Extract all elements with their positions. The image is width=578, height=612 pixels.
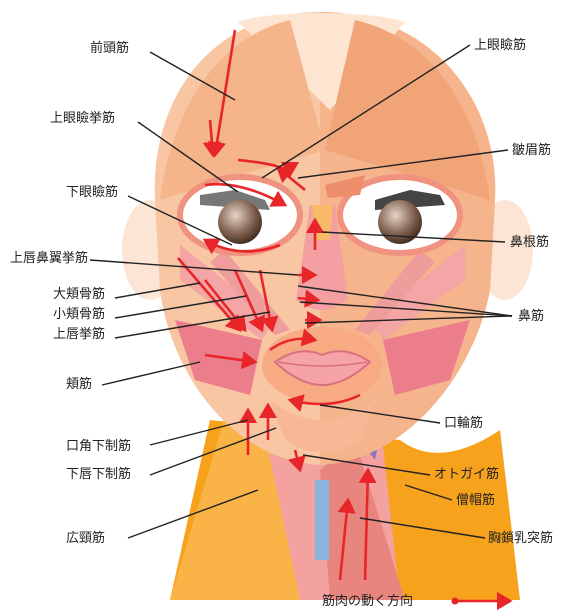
label-orbicularis-oris: 口輪筋	[444, 415, 483, 431]
label-frontalis: 前頭筋	[90, 40, 129, 56]
label-levator-labii: 上唇挙筋	[53, 326, 105, 342]
label-depressor-anguli: 口角下制筋	[66, 438, 131, 454]
label-lower-eyelid: 下眼瞼筋	[66, 184, 118, 200]
legend-text: 筋肉の動く方向	[322, 593, 413, 609]
trachea-blue	[315, 480, 329, 560]
label-levator-palpebrae: 上眼瞼筋	[474, 37, 526, 53]
label-corrugator: 皺眉筋	[512, 142, 551, 158]
label-zygomaticus-major: 大頬骨筋	[53, 286, 105, 302]
label-buccinator: 頬筋	[66, 376, 92, 392]
label-levator-labii-alaeque: 上唇鼻翼挙筋	[10, 250, 88, 266]
label-depressor-labii: 下唇下制筋	[66, 466, 131, 482]
label-sternocleidomastoid: 胸鎖乳突筋	[488, 530, 553, 546]
label-nasalis: 鼻筋	[518, 308, 544, 324]
label-levator-palpebrae-superioris: 上眼瞼挙筋	[50, 110, 115, 126]
left-eye	[180, 177, 300, 253]
label-procerus: 鼻根筋	[510, 234, 549, 250]
label-mentalis: オトガイ筋	[434, 466, 499, 482]
left-eyeball	[218, 200, 262, 244]
label-trapezius: 僧帽筋	[456, 492, 495, 508]
label-platysma: 広頸筋	[66, 530, 105, 546]
label-zygomaticus-minor: 小頬骨筋	[53, 306, 105, 322]
